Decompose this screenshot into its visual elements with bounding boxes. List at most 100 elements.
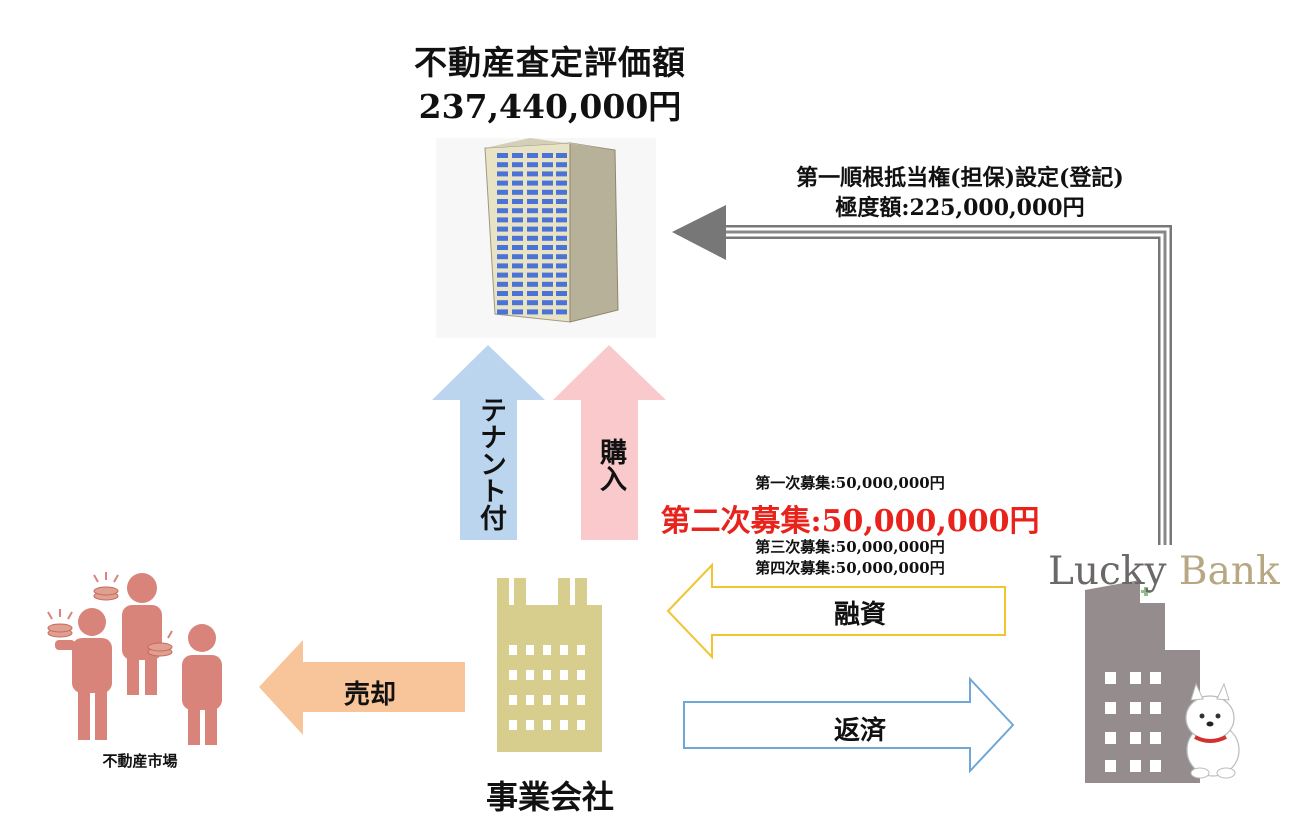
window [543,695,551,705]
window [560,720,568,730]
sale-arrow [259,640,465,735]
window [556,245,567,250]
window [497,235,508,241]
window [556,254,567,260]
logo-bank: Bank [1178,549,1280,594]
window [512,263,523,269]
window [512,217,523,223]
window [556,226,567,232]
repayment-label: 返済 [833,716,886,746]
window [497,162,508,168]
sale-label: 売却 [343,680,396,710]
window [512,254,523,260]
window [512,171,523,177]
window [497,300,508,306]
window [577,670,585,680]
window [497,263,508,269]
lucky-bank-logo: Lucky Bank [1048,549,1280,594]
window [527,309,538,315]
window [556,235,567,241]
window [497,309,508,315]
window [512,235,523,241]
window [527,217,538,223]
window [527,245,538,250]
window [512,300,523,306]
mortgage-limit: 極度額:225,000,000円 [835,195,1085,221]
window [497,171,508,177]
window [556,153,567,158]
window [509,670,517,680]
window [512,281,523,287]
window [556,180,567,186]
window [1105,732,1116,744]
window [556,291,567,296]
window [512,272,523,278]
window [543,720,551,730]
window [542,226,553,232]
window [556,217,567,223]
window [497,153,508,158]
window [543,645,551,655]
window [527,153,538,158]
window [542,153,553,158]
window [556,309,567,315]
window [1105,672,1116,684]
appraisal-value: 237,440,000円 [418,87,682,126]
purchase-arrow [553,345,666,540]
recruitment-round-3: 第三次募集:50,000,000円 [755,538,945,556]
window [1150,672,1161,684]
window [497,291,508,296]
mortgage-label: 第一順根抵当権(担保)設定(登記) [796,165,1124,191]
window [542,162,553,168]
window [512,199,523,204]
window [1105,760,1116,772]
window [1150,732,1161,744]
window [1130,760,1141,772]
investors-icon [47,572,222,745]
window [542,263,553,269]
window [497,217,508,223]
window [512,291,523,296]
window [527,226,538,232]
window [556,281,567,287]
window [527,291,538,296]
window [542,291,553,296]
window [542,217,553,223]
window [527,208,538,214]
window [542,180,553,186]
window [497,180,508,186]
window [526,645,534,655]
window [542,189,553,195]
window [542,199,553,204]
window [512,226,523,232]
window [560,645,568,655]
window [527,272,538,278]
window [542,171,553,177]
window [509,720,517,730]
window [497,189,508,195]
recruitment-round-1: 第一次募集:50,000,000円 [755,474,945,492]
window [556,171,567,177]
window [1150,702,1161,714]
window [556,272,567,278]
window [512,208,523,214]
logo-lucky: Lucky [1048,549,1179,594]
window [543,670,551,680]
window [1150,760,1161,772]
mortgage-arrow [672,205,1172,545]
window [577,720,585,730]
window [527,263,538,269]
window [556,189,567,195]
window [527,189,538,195]
window [527,300,538,306]
window [527,162,538,168]
window [1130,702,1141,714]
window [527,199,538,204]
window [556,263,567,269]
window [497,281,508,287]
loan-arrow [666,562,1006,660]
window [560,670,568,680]
window [542,254,553,260]
window [527,171,538,177]
tenant-arrow [432,345,545,540]
